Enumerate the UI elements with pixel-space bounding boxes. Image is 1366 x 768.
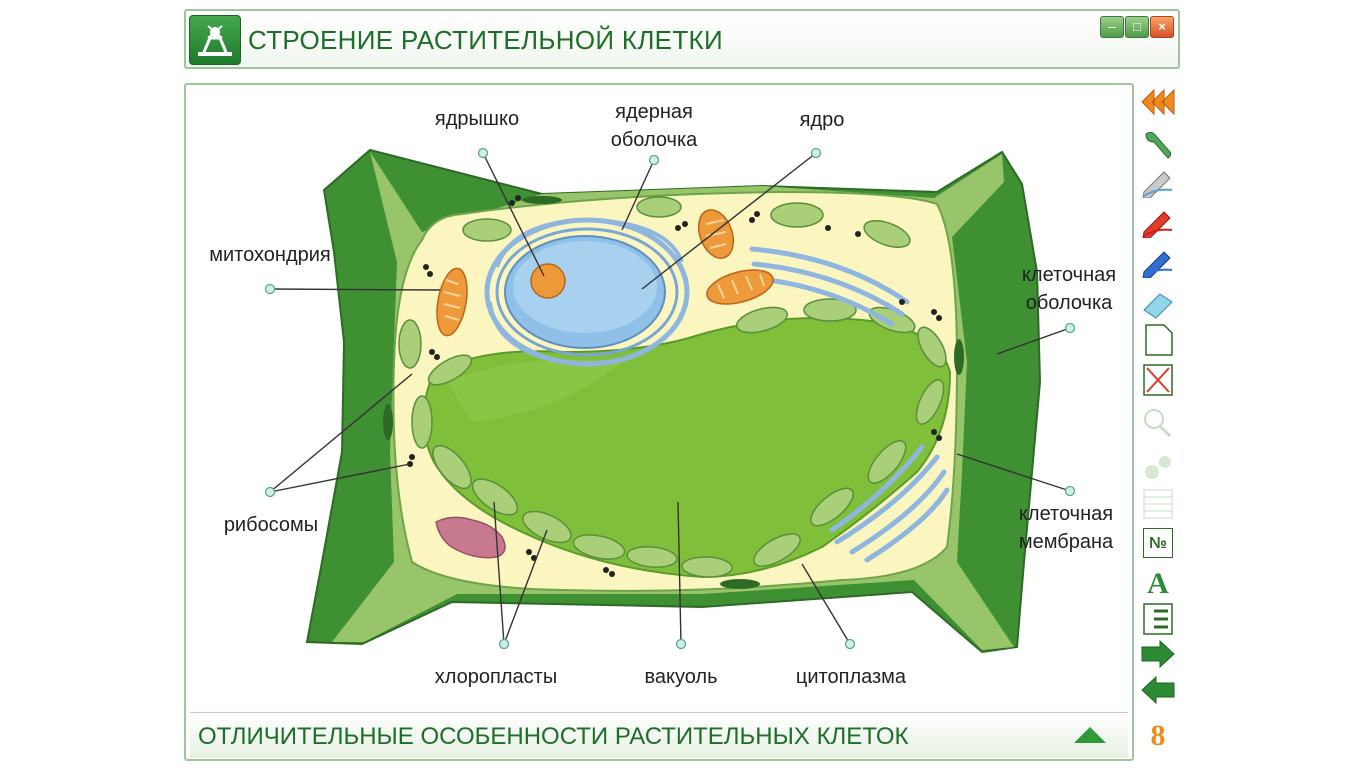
mitochondria bbox=[436, 209, 774, 337]
pencil-red-icon[interactable] bbox=[1140, 206, 1176, 238]
label-cell-wall-2: оболочка bbox=[1025, 292, 1113, 314]
expand-up-icon[interactable] bbox=[1074, 727, 1106, 743]
label-cytoplasm: цитоплазма bbox=[795, 666, 907, 688]
diagram-panel: ядрышко ядерная оболочка ядро митохондри… bbox=[184, 83, 1134, 761]
page-title: СТРОЕНИЕ РАСТИТЕЛЬНОЙ КЛЕТКИ bbox=[248, 25, 723, 55]
eraser-icon[interactable] bbox=[1140, 288, 1176, 320]
rewind-icon[interactable] bbox=[1140, 86, 1176, 118]
forward-arrow-icon[interactable] bbox=[1140, 638, 1176, 670]
chloroplasts bbox=[398, 196, 947, 578]
blank-page-icon[interactable] bbox=[1140, 324, 1176, 356]
features-bar[interactable]: ОТЛИЧИТЕЛЬНЫЕ ОСОБЕННОСТИ РАСТИТЕЛЬНЫХ К… bbox=[190, 712, 1128, 758]
wrench-icon[interactable] bbox=[1140, 128, 1176, 160]
nucleus-group bbox=[484, 217, 690, 367]
nucleolus bbox=[530, 263, 566, 299]
label-cell-wall-1: клеточная bbox=[1021, 264, 1117, 286]
text-icon[interactable]: A bbox=[1147, 567, 1169, 600]
features-bar-title: ОТЛИЧИТЕЛЬНЫЕ ОСОБЕННОСТИ РАСТИТЕЛЬНЫХ К… bbox=[198, 723, 909, 750]
zoom-icon[interactable] bbox=[1140, 406, 1176, 438]
pencil-gray-icon[interactable] bbox=[1140, 166, 1176, 198]
gears-icon[interactable] bbox=[1140, 452, 1176, 484]
app-logo-icon bbox=[189, 15, 241, 65]
golgi-body bbox=[435, 516, 506, 559]
grade-icon[interactable]: 8 bbox=[1150, 719, 1166, 752]
table-icon[interactable] bbox=[1140, 488, 1176, 520]
maximize-button[interactable]: □ bbox=[1125, 16, 1149, 38]
label-vacuole: вакуоль bbox=[644, 666, 718, 688]
close-button[interactable]: × bbox=[1150, 16, 1174, 38]
label-nuclear-envelope-1: ядерная bbox=[615, 101, 693, 123]
back-arrow-icon[interactable] bbox=[1140, 674, 1176, 706]
endoplasmic-reticulum bbox=[749, 246, 950, 563]
label-nucleolus: ядрышко bbox=[434, 108, 520, 130]
label-dots bbox=[264, 147, 1076, 650]
plant-cell-diagram bbox=[264, 147, 1076, 654]
number-icon[interactable]: № bbox=[1140, 527, 1176, 559]
label-cell-membrane-1: клеточная bbox=[1018, 503, 1114, 525]
clear-page-icon[interactable] bbox=[1140, 364, 1176, 396]
label-nuclear-envelope-2: оболочка bbox=[610, 129, 698, 151]
title-bar: СТРОЕНИЕ РАСТИТЕЛЬНОЙ КЛЕТКИ – □ × bbox=[184, 9, 1180, 69]
label-chloroplasts: хлоропласты bbox=[434, 666, 558, 688]
label-ribosomes: рибосомы bbox=[223, 514, 319, 536]
window-controls: – □ × bbox=[1100, 16, 1174, 38]
list-icon[interactable] bbox=[1140, 603, 1176, 635]
label-nucleus: ядро bbox=[799, 109, 845, 131]
pencil-blue-icon[interactable] bbox=[1140, 246, 1176, 278]
leader-lines bbox=[269, 152, 1071, 645]
label-mitochondrion: митохондрия bbox=[209, 244, 331, 266]
label-cell-membrane-2: мембрана bbox=[1018, 531, 1114, 553]
minimize-button[interactable]: – bbox=[1100, 16, 1124, 38]
